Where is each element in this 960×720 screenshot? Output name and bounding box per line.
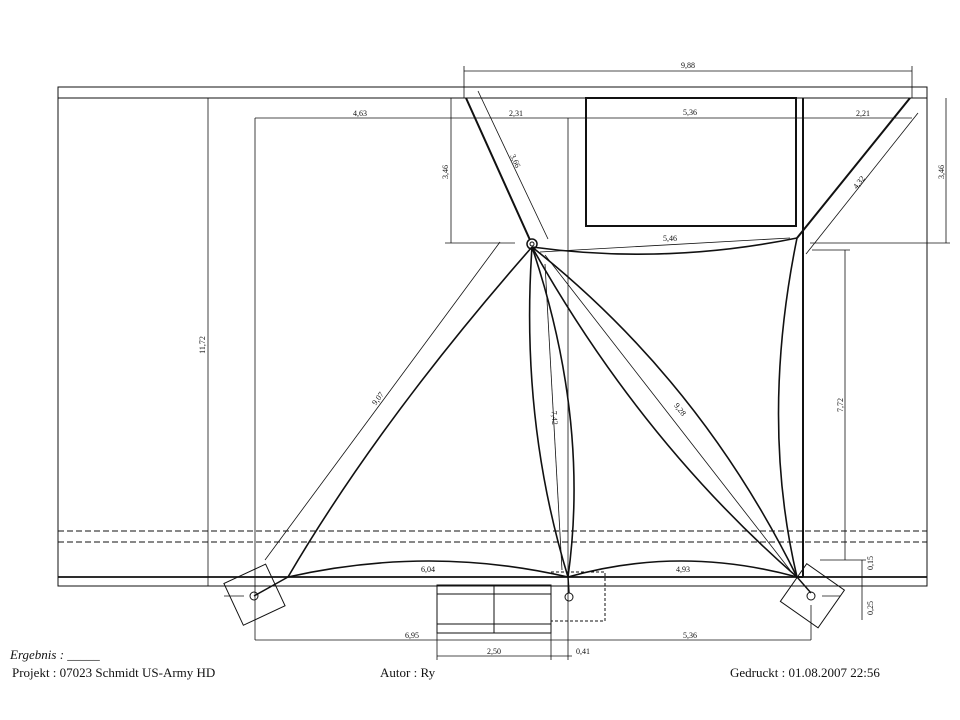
dim-building-width: 5,36	[683, 108, 697, 117]
dim-bottom-right-edge: 4,93	[676, 565, 690, 574]
dim-left-height: 3,46	[441, 165, 450, 179]
dim-top-overall: 9,88	[681, 61, 695, 70]
author-label: Autor : Ry	[380, 665, 436, 680]
outer-frame	[57, 86, 928, 587]
printed-date: Gedruckt : 01.08.2007 22:56	[730, 665, 880, 680]
sail-edges	[287, 237, 798, 578]
corner-guy-cable	[796, 97, 911, 239]
dim-right-diagonal: 9,28	[672, 401, 688, 418]
dim-post-right-span: 5,36	[683, 631, 697, 640]
post-right	[806, 591, 816, 601]
dim-right-cable: 4,32	[851, 174, 867, 191]
result-value: _____	[67, 647, 100, 662]
post-footing-left	[223, 563, 286, 626]
dim-box-gap: 0,41	[576, 647, 590, 656]
mast-guy-cable	[465, 97, 531, 241]
dim-overall-height: 11,72	[198, 336, 207, 354]
dim-box-width: 2,50	[487, 647, 501, 656]
post-footing-right	[779, 563, 846, 629]
post-left	[249, 591, 259, 601]
dim-right-vertical: 7,72	[836, 398, 845, 412]
dim-mast-cable: 3,66	[508, 153, 522, 169]
post-middle	[564, 592, 574, 602]
dim-gap-post: 0,25	[866, 601, 875, 615]
dim-right-height: 3,46	[937, 165, 946, 179]
dim-post-left-span: 6,95	[405, 631, 419, 640]
dim-gap-small: 0,15	[866, 556, 875, 570]
result-label: Ergebnis : _____	[10, 647, 100, 663]
result-label-text: Ergebnis :	[10, 647, 65, 662]
dim-right-offset: 2,21	[856, 109, 870, 118]
dimension-lines	[207, 66, 950, 660]
dim-middle-edge: 7,42	[550, 411, 560, 426]
dim-left-diagonal: 9,07	[370, 390, 386, 407]
dim-top-edge: 5,46	[663, 234, 677, 243]
project-label: Projekt : 07023 Schmidt US-Army HD	[12, 665, 216, 680]
dim-left-offset: 4,63	[353, 109, 367, 118]
building-outline	[585, 97, 797, 227]
dim-bottom-left-edge: 6,04	[421, 565, 435, 574]
dim-mast-offset: 2,31	[509, 109, 523, 118]
